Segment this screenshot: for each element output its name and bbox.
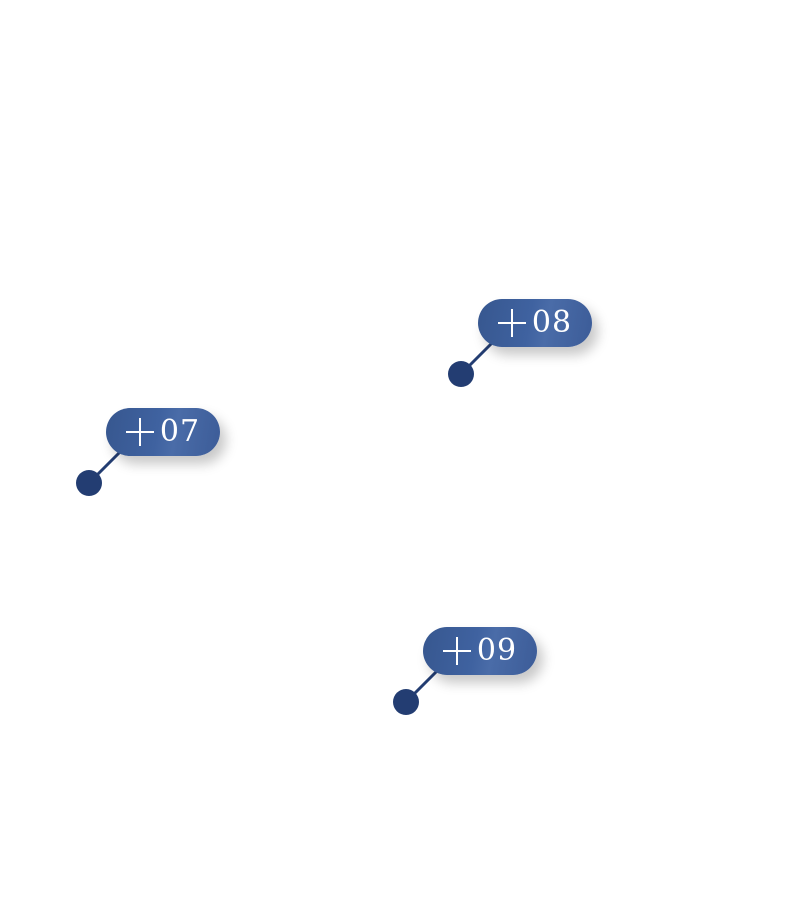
anchor-dot[interactable] [448,361,474,387]
hotspot-09: 09 [393,627,563,737]
hotspot-07: 07 [76,408,246,518]
anchor-dot[interactable] [393,689,419,715]
hotspot-label: 08 [531,305,573,340]
plus-icon [442,637,471,665]
hotspot-08: 08 [448,299,618,409]
plus-icon [125,418,154,446]
hotspot-button-08[interactable]: 08 [478,299,592,347]
anchor-dot[interactable] [76,470,102,496]
hotspot-label: 09 [476,633,518,668]
plus-icon [497,309,526,337]
hotspot-button-09[interactable]: 09 [423,627,537,675]
hotspot-label: 07 [159,414,201,449]
hotspot-button-07[interactable]: 07 [106,408,220,456]
